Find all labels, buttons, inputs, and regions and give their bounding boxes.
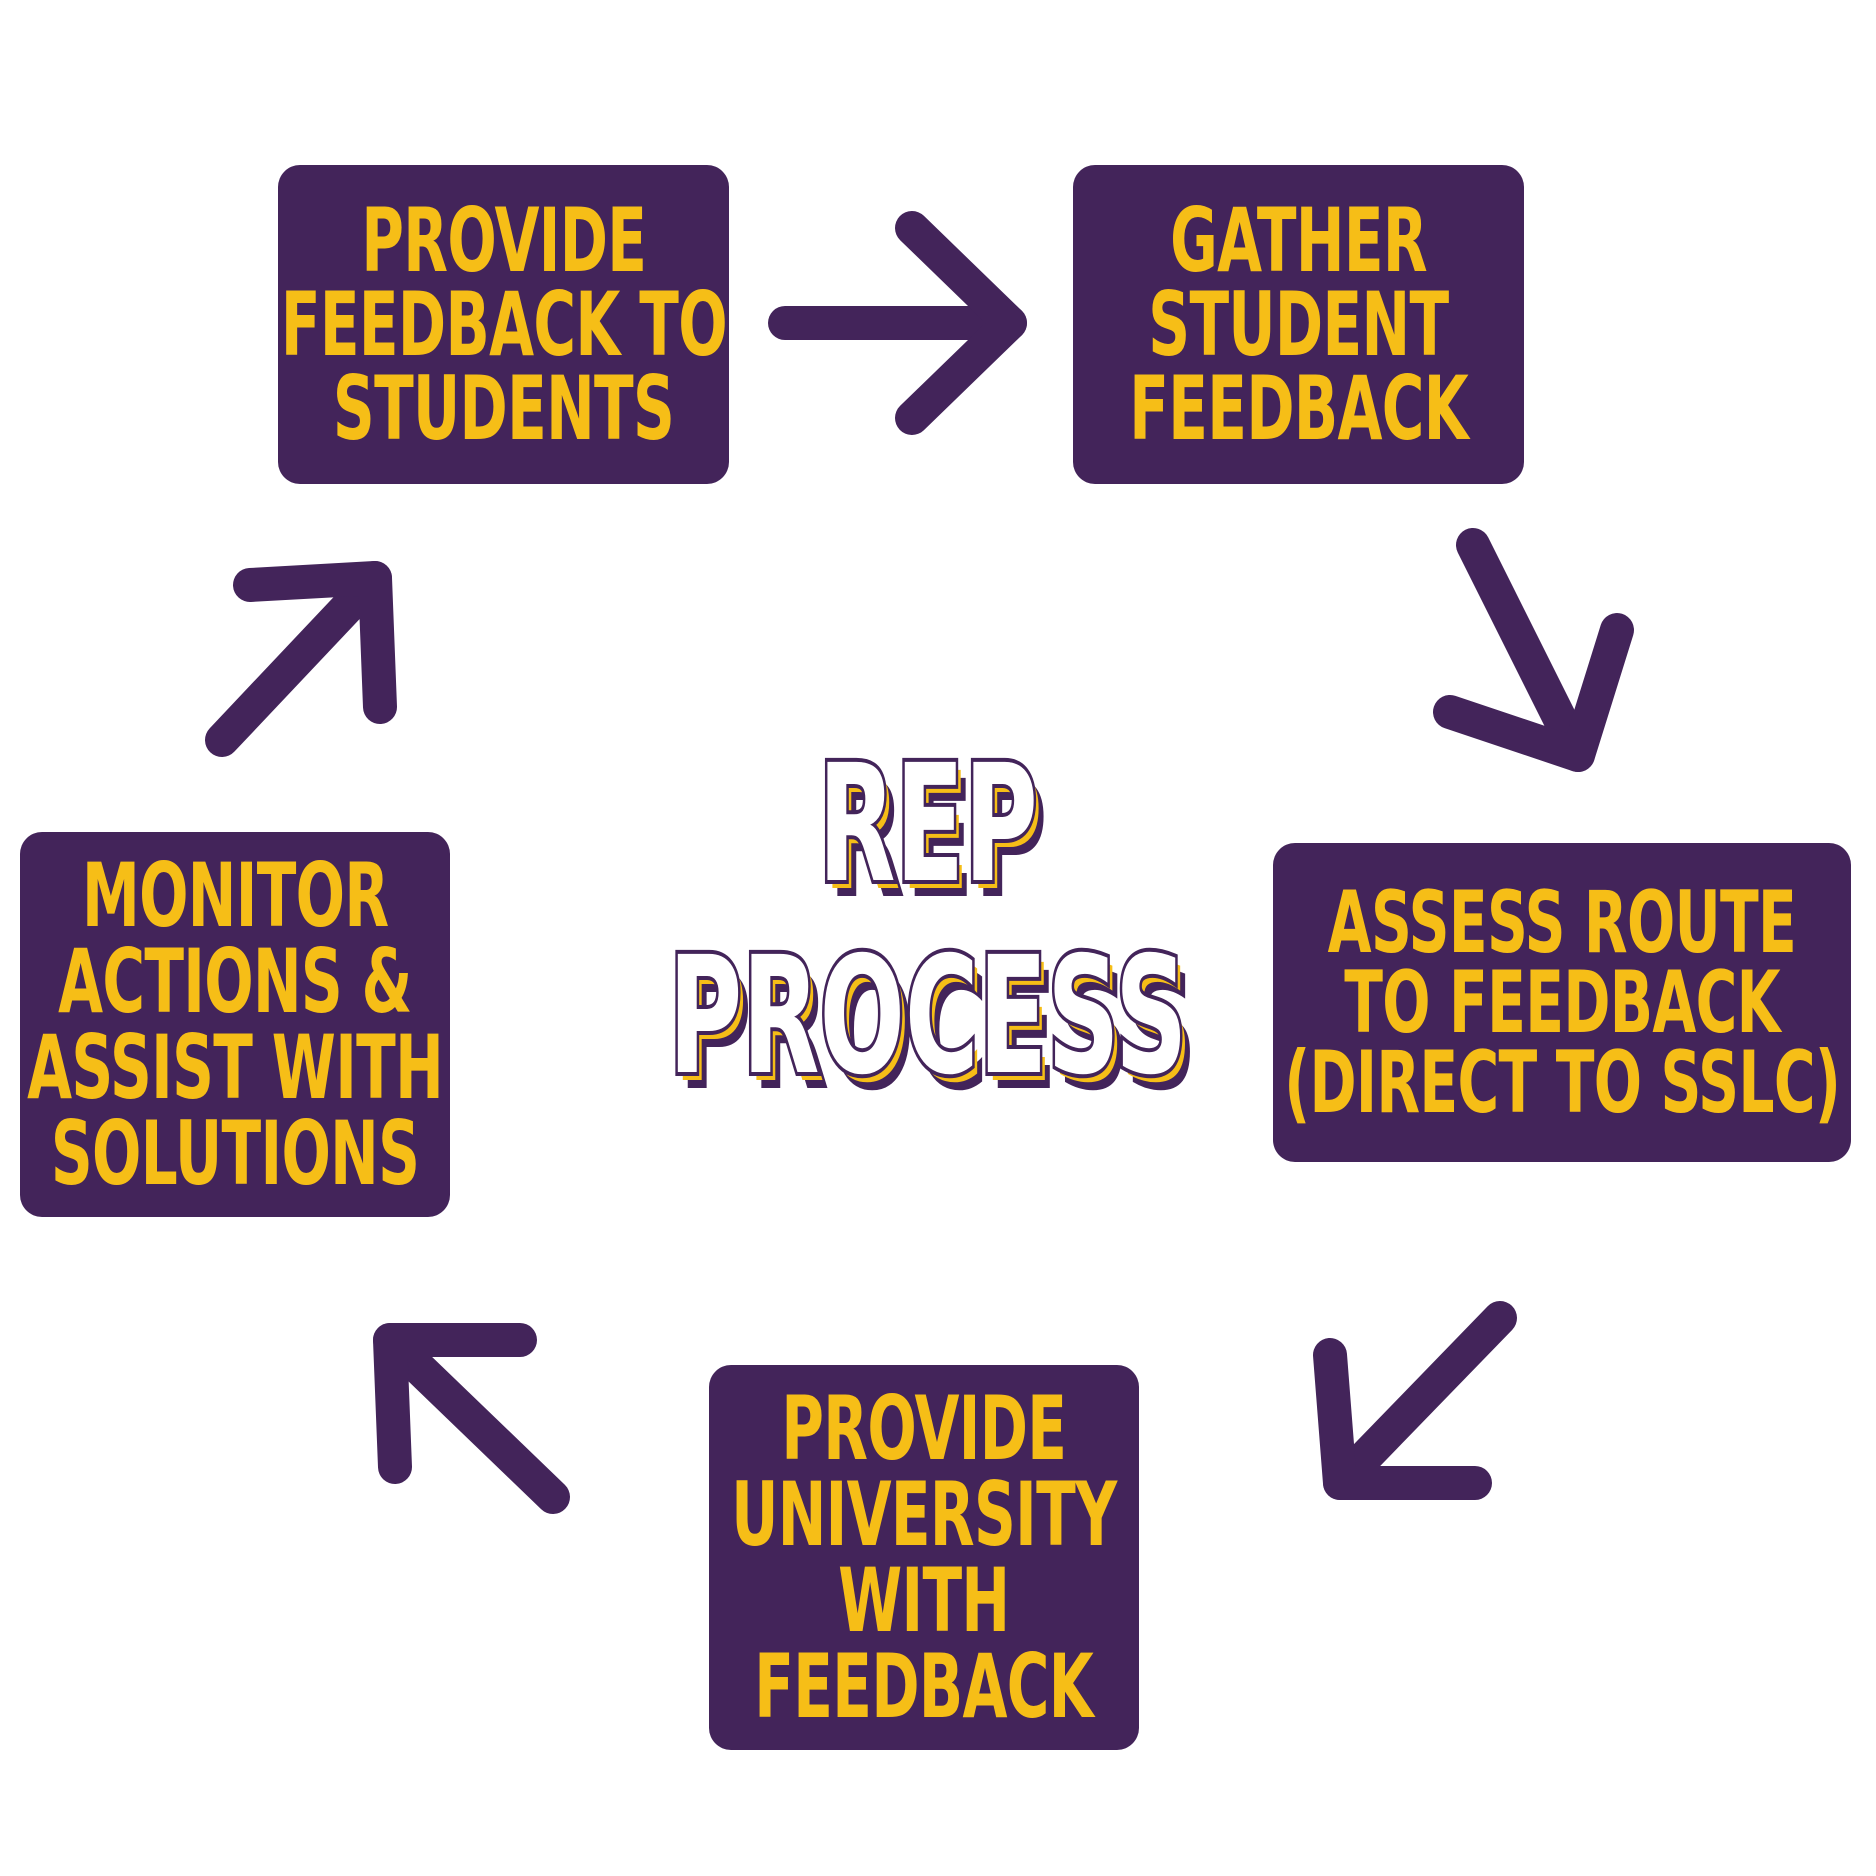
- arrow-up-right-icon: [205, 561, 397, 757]
- diagram-title: REP PROCESS REP PROCESS REP PROCESS: [665, 727, 1198, 1127]
- title-shadow-line2: PROCESS: [679, 938, 1198, 1127]
- step-label: STUDENT: [1148, 272, 1449, 376]
- step-label: (DIRECT TO SSLC): [1284, 1032, 1841, 1133]
- title-line1: REP: [818, 730, 1038, 919]
- title-gold-line2: PROCESS: [674, 930, 1193, 1119]
- step-label: PROVIDE: [361, 188, 647, 292]
- step-label: ASSIST WITH: [27, 1015, 444, 1119]
- step-label: FEEDBACK: [754, 1634, 1094, 1738]
- step-label: SOLUTIONS: [50, 1101, 420, 1205]
- arrow-right-icon: [768, 211, 1027, 435]
- step-label: STUDENTS: [332, 356, 675, 460]
- step-assess-route-to-feedback: ASSESS ROUTE TO FEEDBACK (DIRECT TO SSLC…: [1273, 843, 1851, 1162]
- step-label: MONITOR: [81, 843, 389, 947]
- title-line2: PROCESS: [669, 922, 1188, 1111]
- step-monitor-actions-assist-solutions: MONITOR ACTIONS & ASSIST WITH SOLUTIONS: [20, 832, 450, 1217]
- title-shadow-line1: REP: [828, 746, 1048, 935]
- step-gather-student-feedback: GATHER STUDENT FEEDBACK: [1073, 165, 1524, 484]
- arrow-up-left-icon: [373, 1323, 570, 1514]
- step-label: FEEDBACK TO: [280, 272, 727, 376]
- step-provide-university-with-feedback: PROVIDE UNIVERSITY WITH FEEDBACK: [709, 1365, 1139, 1750]
- title-gold-line1: REP: [823, 738, 1043, 927]
- step-label: PROVIDE: [781, 1376, 1068, 1480]
- step-label: ASSESS ROUTE: [1327, 872, 1797, 973]
- step-label: ACTIONS &: [58, 929, 412, 1033]
- arrow-down-right-icon: [1433, 528, 1634, 772]
- step-label: FEEDBACK: [1129, 356, 1468, 460]
- step-provide-feedback-to-students: PROVIDE FEEDBACK TO STUDENTS: [278, 165, 729, 484]
- step-label: TO FEEDBACK: [1344, 952, 1780, 1053]
- step-label: UNIVERSITY: [731, 1462, 1117, 1566]
- step-label: GATHER: [1170, 188, 1427, 292]
- arrow-down-left-icon: [1313, 1301, 1517, 1500]
- step-label: WITH: [838, 1548, 1010, 1652]
